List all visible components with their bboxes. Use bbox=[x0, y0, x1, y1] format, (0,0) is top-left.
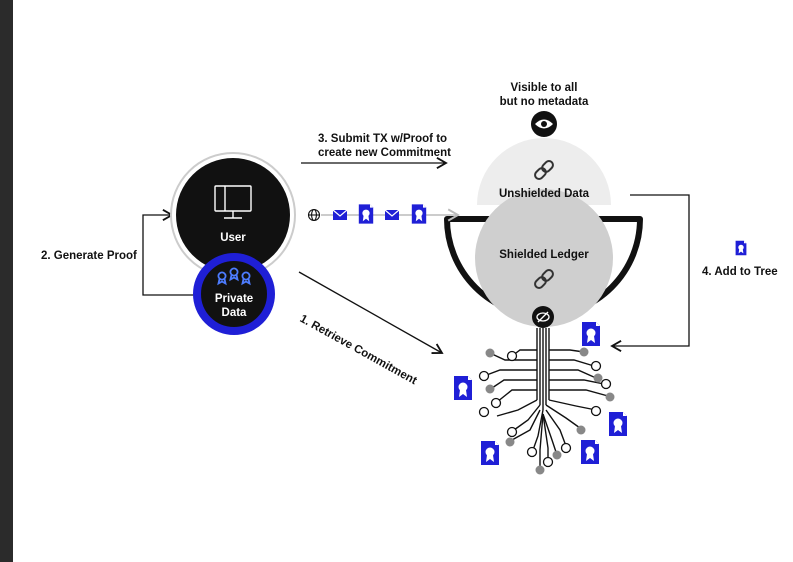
submit-label-line2: create new Commitment bbox=[318, 147, 451, 159]
certificate-document-icon bbox=[735, 240, 747, 256]
generate-proof-arrow bbox=[142, 209, 195, 296]
monitor-icon bbox=[214, 185, 252, 219]
eye-icon bbox=[531, 111, 557, 137]
private-data-line1: Private bbox=[214, 293, 254, 305]
submit-label: 3. Submit TX w/Proof to create new Commi… bbox=[306, 132, 451, 160]
visibility-note-line1: Visible to all bbox=[510, 82, 578, 94]
chain-link-icon bbox=[534, 160, 554, 180]
window-edge bbox=[0, 0, 13, 562]
award-ribbon-icon bbox=[217, 267, 251, 286]
submit-label-line1: 3. Submit TX w/Proof to bbox=[318, 133, 448, 145]
merkle-tree bbox=[483, 328, 609, 468]
unshielded-data-label: Unshielded Data bbox=[498, 188, 590, 200]
chain-link-icon bbox=[534, 269, 554, 289]
tree-leaf-nodes bbox=[478, 347, 615, 475]
private-data-label: Private Data bbox=[204, 292, 264, 320]
visibility-note: Visible to all but no metadata bbox=[494, 81, 594, 109]
globe-icon bbox=[307, 208, 321, 222]
generate-proof-label: 2. Generate Proof bbox=[41, 250, 137, 262]
visibility-note-line2: but no metadata bbox=[499, 96, 589, 108]
private-data-node bbox=[193, 253, 275, 335]
private-data-line2: Data bbox=[221, 307, 247, 319]
add-to-tree-arrow bbox=[610, 194, 690, 352]
shielded-ledger-label: Shielded Ledger bbox=[499, 249, 589, 261]
eye-slash-icon bbox=[532, 306, 554, 328]
add-to-tree-label: 4. Add to Tree bbox=[702, 266, 778, 278]
shielded-ledger-fill bbox=[475, 189, 613, 327]
user-label: User bbox=[220, 232, 246, 244]
retrieve-arrow bbox=[298, 271, 444, 354]
